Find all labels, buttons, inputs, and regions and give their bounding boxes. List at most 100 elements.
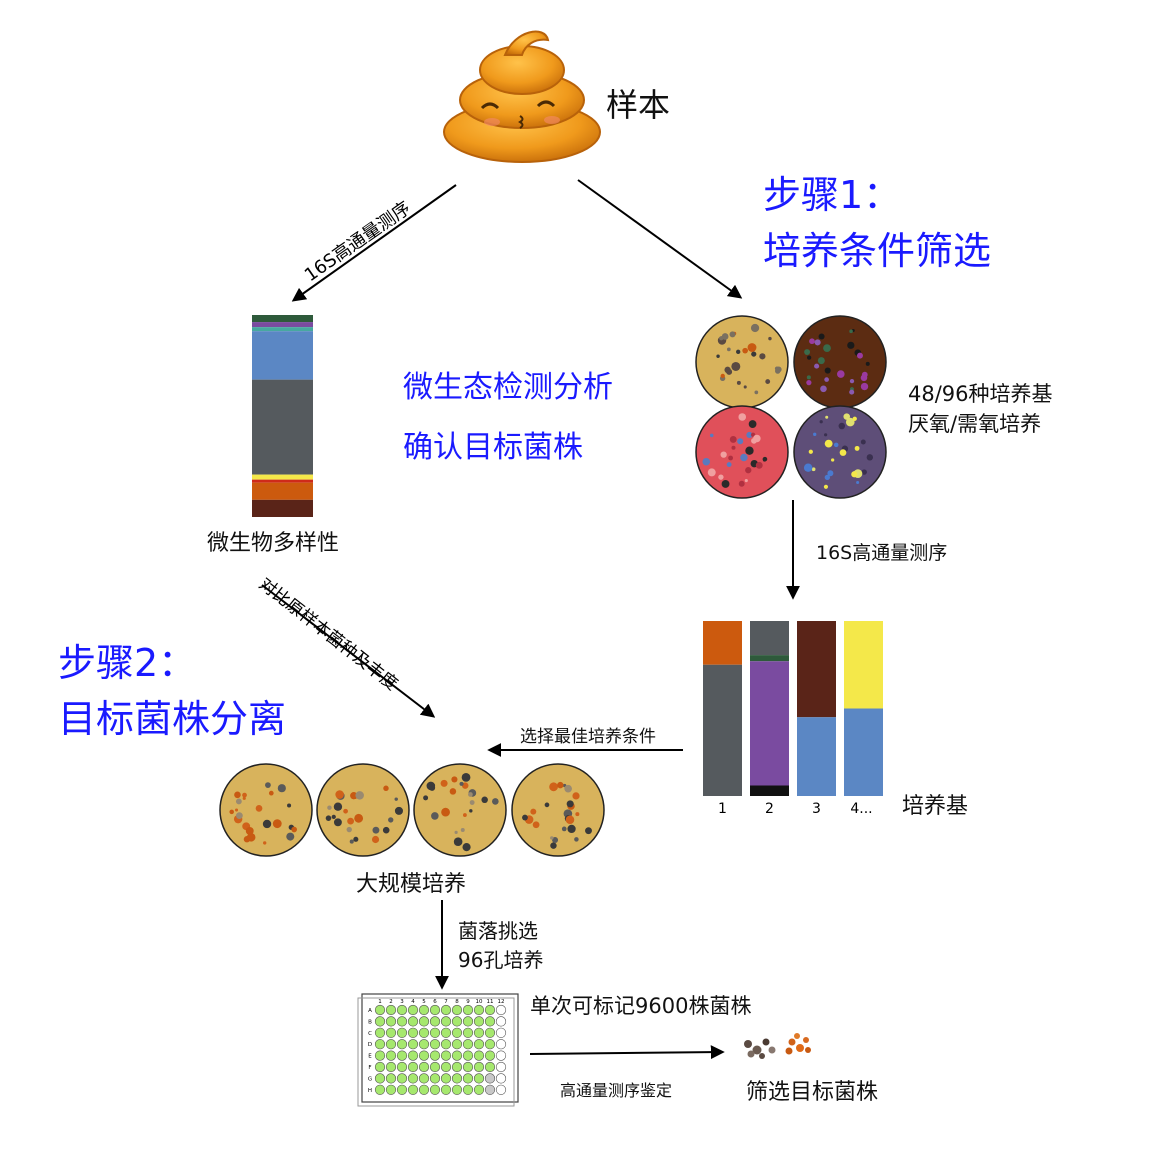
plate-well [451, 1061, 463, 1073]
plate-row-label: G [368, 1076, 372, 1082]
colony-dot [382, 826, 390, 834]
colony-dot [263, 841, 267, 845]
plate-well [429, 1027, 441, 1038]
plate-row-label: D [368, 1042, 372, 1048]
colony-dot [383, 785, 389, 791]
plate-row-label: F [368, 1065, 371, 1071]
colony-dot [738, 413, 747, 421]
culture-bar-4-segment-0 [844, 621, 883, 709]
colony-dot [454, 830, 458, 834]
plate-col-label: 4 [411, 999, 415, 1005]
plate-well [396, 1050, 408, 1061]
analysis-line1: 微生态检测分析 [403, 370, 613, 405]
colony-dot [709, 433, 714, 438]
colony-dot [824, 367, 831, 374]
plate-well [418, 1016, 430, 1027]
right-seq-label: 16S高通量测序 [816, 542, 948, 564]
colony-dot [561, 826, 567, 832]
colony-dot [453, 837, 463, 846]
colony-dot [353, 836, 359, 842]
plate-well [495, 1027, 507, 1038]
plate-well [374, 1004, 386, 1016]
plate-well [429, 1061, 441, 1073]
colony-dot [243, 836, 251, 843]
plate-well [440, 1084, 452, 1095]
plate-well [374, 1073, 386, 1084]
colony-dot [262, 819, 272, 829]
colony-dot [860, 374, 868, 382]
diversity-segment-5 [252, 474, 313, 480]
colony-dot [462, 843, 471, 852]
colony-dot [851, 471, 858, 478]
culture-bar-tick-3: 3 [812, 801, 821, 817]
step2-subtitle: 目标菌株分离 [58, 697, 287, 741]
colony-dot [423, 795, 429, 801]
plate-col-label: 11 [487, 999, 494, 1005]
plate-col-label: 3 [400, 999, 404, 1005]
colony-dot [737, 438, 744, 445]
plate-well [495, 1084, 507, 1095]
plate-well [451, 1050, 463, 1061]
diversity-segment-1 [252, 322, 313, 328]
arrow-identify [529, 1045, 725, 1060]
colony-dot [745, 446, 754, 455]
plate-well [440, 1016, 452, 1027]
colony-dot [441, 807, 450, 817]
plate-well [462, 1061, 474, 1073]
colony-dot [819, 420, 823, 424]
colony-dot [845, 417, 855, 427]
culture-bar-3-segment-1 [797, 717, 836, 796]
colony-dot [748, 420, 757, 428]
colony-dot [491, 798, 499, 805]
plate-well [484, 1027, 496, 1038]
colony-dot [229, 809, 234, 815]
colony-dot [460, 827, 465, 832]
colony-dot [849, 389, 855, 395]
colony-dot [811, 467, 816, 472]
plate-well [385, 1016, 397, 1027]
colony-dot [265, 782, 271, 788]
arrow-left-seq-label: 16S高通量测序 [301, 198, 415, 287]
culture-bar-2-segment-1 [750, 655, 789, 662]
plate-well [407, 1061, 419, 1073]
colony-dot [806, 375, 811, 380]
diversity-segment-8 [252, 499, 313, 517]
colony-dot [849, 329, 853, 334]
colony-dot [459, 781, 464, 786]
colony-dot [333, 802, 343, 811]
plate-well [495, 1016, 507, 1027]
colony-dot [849, 378, 855, 384]
colony-dot [743, 385, 747, 389]
diversity-segment-4 [252, 379, 313, 475]
colony-dot [234, 791, 241, 799]
plate-well [495, 1061, 507, 1073]
colony-dot [736, 349, 741, 354]
plate-well [385, 1061, 397, 1073]
plate-well [385, 1073, 397, 1084]
plate-well [396, 1004, 408, 1016]
diversity-segment-7 [252, 482, 313, 500]
colony-dot [325, 815, 332, 821]
colony-dot [866, 454, 874, 461]
colony-dot [469, 809, 473, 813]
colony-dot [530, 808, 537, 815]
colony-dot [291, 826, 297, 833]
media-plate-3 [695, 405, 789, 499]
colony-dot [331, 814, 336, 820]
colony-dot [532, 821, 540, 829]
colony-dot [824, 474, 831, 481]
colony-dot [728, 455, 734, 461]
colony-dot [860, 439, 866, 445]
colony-dot [343, 808, 348, 814]
plate-well [407, 1004, 419, 1016]
plate-well [462, 1004, 474, 1016]
colony-dot [287, 803, 292, 808]
colony-dot [718, 474, 724, 480]
colony-dot [745, 467, 752, 474]
colony-dot [856, 480, 860, 485]
culture-bar-2-segment-0 [750, 621, 789, 656]
plate-well [429, 1039, 441, 1050]
colony-dot [852, 416, 857, 421]
colony-dot [272, 819, 282, 829]
colony-dot [388, 817, 394, 823]
